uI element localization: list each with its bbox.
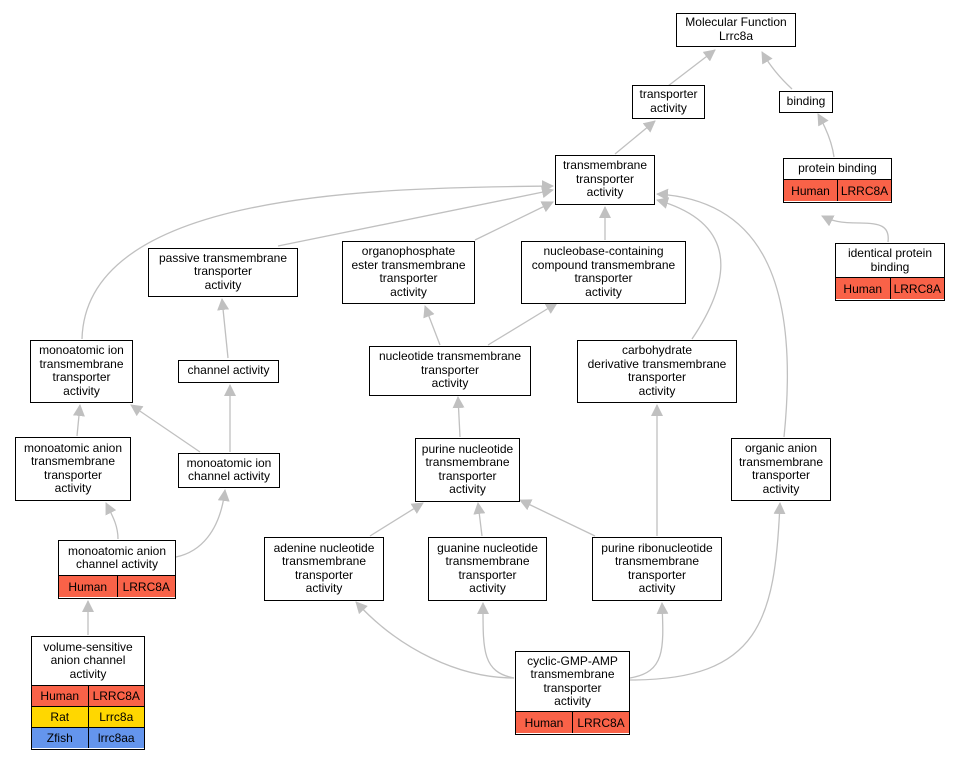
edge-gnta-to-pnta <box>473 502 486 537</box>
go-term-mica[interactable]: monoatomic ion channel activity <box>178 453 280 488</box>
edge-ca-to-ptta <box>217 298 230 359</box>
go-term-label: nucleobase-containing compound transmemb… <box>531 244 676 299</box>
go-term-label: binding <box>786 93 826 108</box>
annotation-row-rat[interactable]: Rat Lrrc8a <box>32 706 144 727</box>
annotation-row-human[interactable]: Human LRRC8A <box>836 277 944 299</box>
annotation-row-zfish[interactable]: Zfish lrrc8aa <box>32 727 144 748</box>
edge-pb-to-binding <box>817 113 835 158</box>
go-term-label: transporter activity <box>639 87 698 115</box>
edge-maca-to-mata <box>105 502 119 540</box>
species-label: Human <box>791 183 830 198</box>
go-term-tmta[interactable]: transmembrane transporter activity <box>555 155 655 205</box>
species-label: Human <box>40 689 80 703</box>
go-term-label: monoatomic anion transmembrane transport… <box>23 440 123 495</box>
go-term-mita[interactable]: monoatomic ion transmembrane transporter… <box>30 340 133 403</box>
species-label: Human <box>524 715 564 730</box>
go-term-pnta[interactable]: purine nucleotide transmembrane transpor… <box>415 438 520 502</box>
go-term-gnta[interactable]: guanine nucleotide transmembrane transpo… <box>428 537 547 601</box>
go-term-label: guanine nucleotide transmembrane transpo… <box>437 540 538 595</box>
go-term-prta[interactable]: purine ribonucleotide transmembrane tran… <box>592 537 722 601</box>
go-term-label: passive transmembrane transporter activi… <box>158 250 288 292</box>
edge-ipb-to-pb <box>821 215 889 243</box>
species-label: Human <box>843 281 883 296</box>
go-term-label: purine nucleotide transmembrane transpor… <box>421 441 514 496</box>
go-term-label: carbohydrate derivative transmembrane tr… <box>587 343 727 398</box>
species-label: Rat <box>50 710 70 724</box>
go-term-label: Molecular Function Lrrc8a <box>685 15 787 43</box>
go-term-cgmp[interactable]: cyclic-GMP-AMP transmembrane transporter… <box>515 651 630 735</box>
go-term-anta[interactable]: adenine nucleotide transmembrane transpo… <box>264 537 384 601</box>
go-term-nbcta[interactable]: nucleobase-containing compound transmemb… <box>521 241 686 304</box>
go-term-label: transmembrane transporter activity <box>562 158 648 200</box>
go-term-label: monoatomic ion channel activity <box>186 455 272 483</box>
go-term-mata[interactable]: monoatomic anion transmembrane transport… <box>15 437 131 501</box>
annotation-row-human[interactable]: Human LRRC8A <box>59 575 175 597</box>
edge-mata-to-mita <box>72 404 85 437</box>
gene-label: LRRC8A <box>889 278 945 299</box>
edge-mita-to-tmta <box>81 180 554 340</box>
gene-label: Lrrc8a <box>87 707 145 727</box>
go-term-mf[interactable]: Molecular Function Lrrc8a <box>676 13 796 47</box>
go-term-label: protein binding <box>798 161 877 176</box>
go-term-ptta[interactable]: passive transmembrane transporter activi… <box>148 248 298 297</box>
edge-cgmp-to-anta <box>355 601 515 679</box>
edge-cdta-to-tmta <box>656 197 722 340</box>
edge-tmta-to-ta <box>614 120 656 155</box>
annotation-row-human[interactable]: Human LRRC8A <box>32 685 144 706</box>
edge-cgmp-to-prta <box>629 602 669 679</box>
go-term-label: cyclic-GMP-AMP transmembrane transporter… <box>527 653 618 708</box>
go-term-label: adenine nucleotide transmembrane transpo… <box>273 540 375 595</box>
gene-label: LRRC8A <box>572 712 629 733</box>
edge-anta-to-pnta <box>369 502 424 537</box>
go-term-label: monoatomic ion transmembrane transporter… <box>39 343 124 398</box>
go-term-label: purine ribonucleotide transmembrane tran… <box>601 540 713 595</box>
edge-binding-to-mf <box>761 51 793 90</box>
go-term-label: identical protein binding <box>847 246 933 274</box>
species-label: Zfish <box>46 731 73 745</box>
go-term-label: organic anion transmembrane transporter … <box>738 441 824 496</box>
go-term-ta[interactable]: transporter activity <box>632 85 705 119</box>
go-term-label: nucleotide transmembrane transporter act… <box>378 349 522 391</box>
go-term-cdta[interactable]: carbohydrate derivative transmembrane tr… <box>577 340 737 403</box>
edge-prta-to-pnta <box>519 499 596 537</box>
go-term-label: channel activity <box>187 363 270 378</box>
go-term-ca[interactable]: channel activity <box>178 360 279 383</box>
edge-cgmp-to-gnta <box>476 602 515 679</box>
edge-ta-to-mf <box>667 49 716 87</box>
species-label: Human <box>68 579 108 594</box>
edge-nta-to-opeta <box>423 305 441 346</box>
gene-label: lrrc8aa <box>87 728 145 748</box>
go-term-binding[interactable]: binding <box>779 91 833 113</box>
go-term-opeta[interactable]: organophosphate ester transmembrane tran… <box>342 241 475 304</box>
gene-label: LRRC8A <box>87 686 145 706</box>
gene-label: LRRC8A <box>837 180 891 201</box>
edge-opeta-to-tmta <box>474 201 554 241</box>
go-term-label: volume-sensitive anion channel activity <box>43 639 133 681</box>
edge-maca-to-mica <box>175 489 230 558</box>
edge-cgmp-to-oata <box>629 502 786 681</box>
annotation-row-human[interactable]: Human LRRC8A <box>516 711 629 733</box>
edge-nta-to-nbcta <box>487 302 558 346</box>
edge-ptta-to-tmta <box>277 186 554 247</box>
edge-oata-to-tmta <box>656 188 789 438</box>
go-term-label: monoatomic anion channel activity <box>67 543 167 571</box>
go-term-nta[interactable]: nucleotide transmembrane transporter act… <box>369 346 531 396</box>
edge-mica-to-mita <box>130 404 201 453</box>
go-term-label: organophosphate ester transmembrane tran… <box>351 244 466 299</box>
go-term-oata[interactable]: organic anion transmembrane transporter … <box>731 438 831 501</box>
annotation-row-human[interactable]: Human LRRC8A <box>784 179 891 201</box>
edge-pnta-to-nta <box>452 396 465 438</box>
gene-label: LRRC8A <box>116 576 176 597</box>
